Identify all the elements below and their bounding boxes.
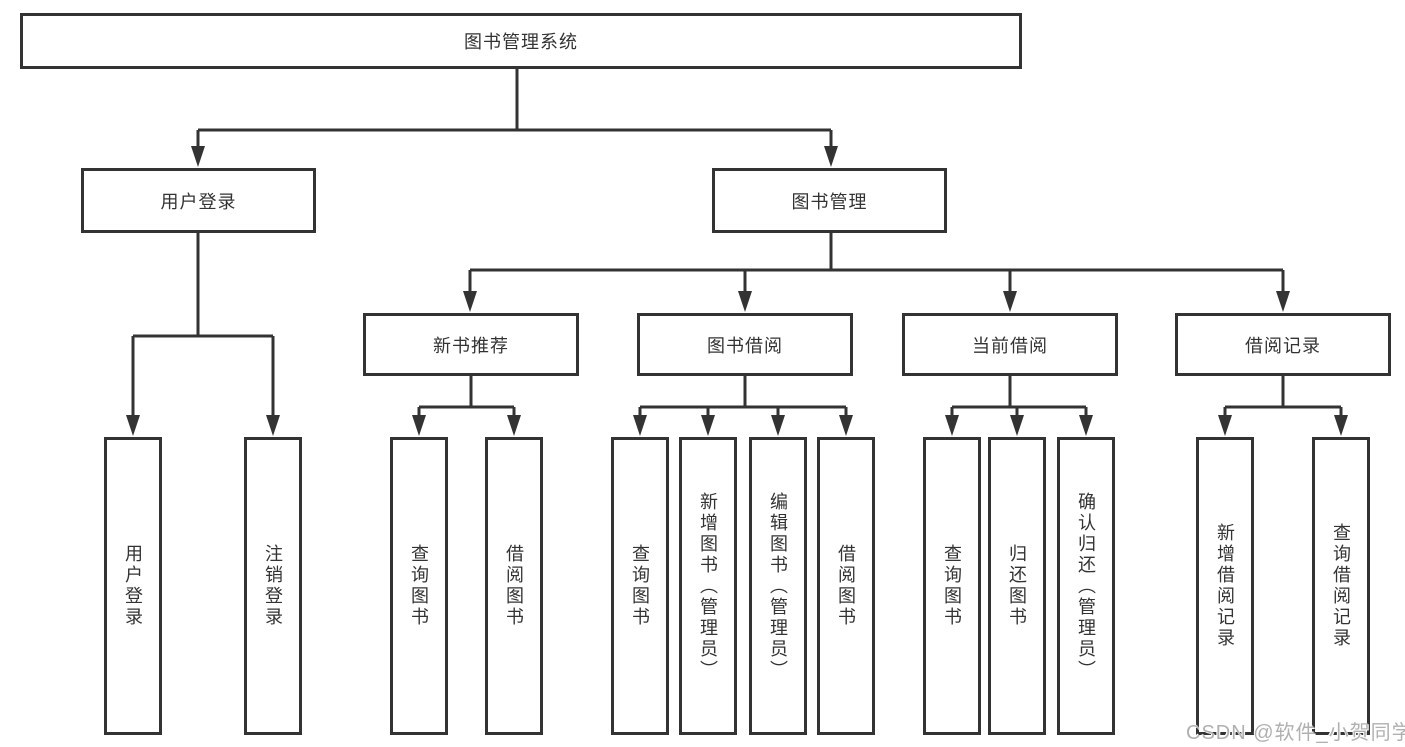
node-bb-add-books-admin: 新增图书（管理员） <box>679 437 737 735</box>
node-nb-borrow-books: 借阅图书 <box>485 437 543 735</box>
node-new-book-recommend: 新书推荐 <box>363 313 579 376</box>
node-logout-leaf: 注销登录 <box>244 437 302 735</box>
arrowheads <box>126 146 1348 436</box>
node-nb-query-books: 查询图书 <box>390 437 448 735</box>
node-br-query-record: 查询借阅记录 <box>1312 437 1370 735</box>
node-cb-confirm-return-admin: 确认归还（管理员） <box>1057 437 1115 735</box>
node-bb-edit-books-admin: 编辑图书（管理员） <box>749 437 807 735</box>
node-book-borrow: 图书借阅 <box>637 313 853 376</box>
node-cb-return-books: 归还图书 <box>988 437 1046 735</box>
node-book-management: 图书管理 <box>712 168 947 233</box>
node-br-add-record: 新增借阅记录 <box>1196 437 1254 735</box>
node-borrow-records: 借阅记录 <box>1175 313 1391 376</box>
csdn-watermark: CSDN @软件_小贺同学 <box>1186 722 1405 744</box>
node-login-leaf: 用户登录 <box>104 437 162 735</box>
node-bb-query-books: 查询图书 <box>611 437 669 735</box>
node-bb-borrow-books: 借阅图书 <box>817 437 875 735</box>
node-root: 图书管理系统 <box>20 13 1022 69</box>
node-current-borrow: 当前借阅 <box>902 313 1118 376</box>
node-user-login: 用户登录 <box>81 168 316 233</box>
node-cb-query-books: 查询图书 <box>923 437 981 735</box>
